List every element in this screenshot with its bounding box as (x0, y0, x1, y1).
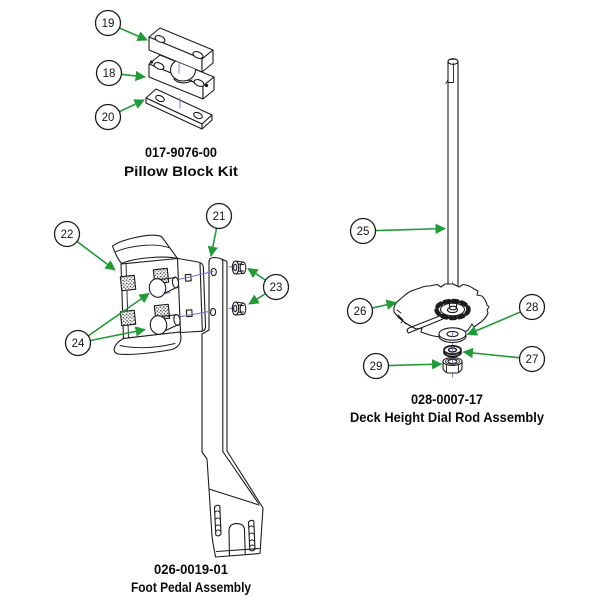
callout-24: 24 (64, 329, 92, 357)
pedal-side-plate (177, 257, 207, 334)
arrow-20 (118, 99, 145, 113)
arrow-21 (207, 227, 218, 257)
dial-plate (393, 283, 490, 338)
callout-22-label: 22 (61, 229, 74, 241)
arrow-24b (89, 326, 146, 342)
callout-29: 29 (362, 352, 390, 380)
pedal-bracket-arm (201, 256, 264, 509)
pillow-block-top-bar (148, 27, 214, 73)
callout-23-label: 23 (270, 282, 283, 294)
callout-23: 23 (262, 273, 290, 301)
callout-25: 25 (349, 217, 377, 245)
centerlines (178, 62, 181, 109)
foot-pedal-name: Foot Pedal Assembly (131, 579, 251, 595)
pedal-fork-foot (208, 488, 264, 558)
callout-26: 26 (346, 297, 374, 325)
arrow-24a (87, 292, 150, 337)
callout-27-label: 27 (526, 354, 539, 366)
callout-26-label: 26 (354, 306, 367, 318)
arrow-23a (247, 267, 267, 281)
callout-18-label: 18 (103, 68, 116, 80)
pillow-block-cap (148, 54, 215, 100)
foot-pedal-assembly-drawing (111, 234, 264, 558)
arrow-22 (76, 240, 116, 271)
callout-24-label: 24 (72, 338, 85, 350)
dial-rod-name: Deck Height Dial Rod Assembly (350, 409, 544, 425)
arrow-18 (121, 70, 146, 82)
pillow-block-name: Pillow Block Kit (124, 163, 238, 179)
callout-18: 18 (95, 59, 123, 87)
dial-rod-part-number: 028-0007-17 (411, 392, 483, 407)
callout-20: 20 (94, 103, 122, 131)
callout-20-label: 20 (102, 112, 115, 124)
callout-19-label: 19 (102, 18, 115, 30)
callout-bubbles: 19 18 20 22 21 23 24 25 (53, 9, 546, 380)
pillow-block-part-number: 017-9076-00 (145, 145, 217, 160)
arrow-29 (388, 359, 443, 370)
arrow-23b (248, 292, 267, 305)
arrow-26 (371, 299, 397, 310)
callout-28-label: 28 (526, 302, 539, 314)
dial-rod-assembly-drawing (393, 58, 490, 378)
arrow-27 (462, 347, 520, 359)
arrow-19 (118, 27, 148, 41)
callout-22: 22 (53, 220, 81, 248)
callout-19: 19 (94, 9, 122, 37)
nut-upper (231, 260, 247, 275)
nut-lower (231, 301, 247, 316)
pillow-block-base-plate (145, 88, 213, 130)
flange-nuts (231, 260, 247, 316)
callout-29-label: 29 (370, 361, 383, 373)
callout-21-label: 21 (213, 211, 226, 223)
arrow-28 (466, 311, 522, 336)
foot-pedal-part-number: 026-0019-01 (154, 562, 228, 577)
captions: 017-9076-00 Pillow Block Kit 026-0019-01… (124, 145, 544, 595)
callout-21: 21 (205, 202, 233, 230)
callout-28: 28 (518, 293, 546, 321)
pillow-block-kit-drawing (145, 27, 215, 130)
pedal-pins (148, 276, 181, 335)
leader-arrows (76, 27, 522, 370)
arrow-25 (375, 223, 446, 234)
callout-27: 27 (518, 345, 546, 373)
callout-25-label: 25 (357, 226, 370, 238)
hex-nut (442, 356, 463, 374)
